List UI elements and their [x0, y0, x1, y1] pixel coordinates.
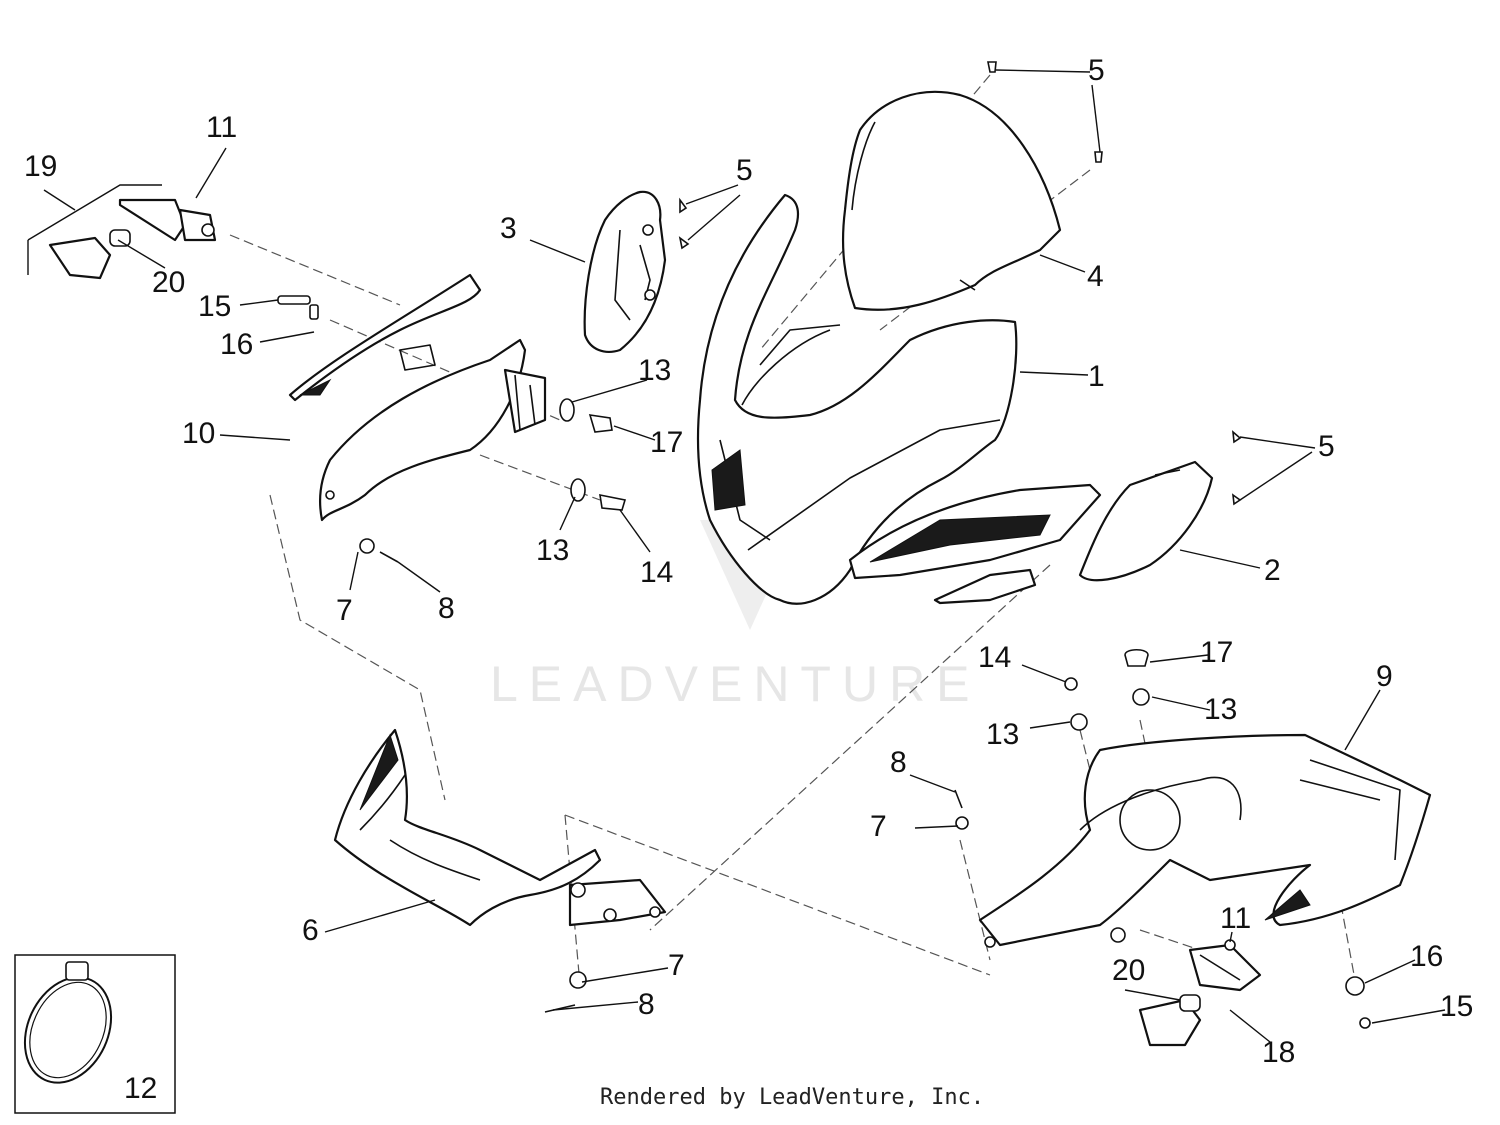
callout-8: 8: [890, 746, 907, 779]
part-1-front-fairing: [696, 193, 1102, 605]
callout-7: 7: [336, 594, 353, 627]
callout-14: 14: [978, 641, 1011, 674]
callout-20: 20: [1112, 954, 1145, 987]
callout-13: 13: [986, 718, 1019, 751]
callout-8: 8: [438, 592, 455, 625]
callout-7: 7: [668, 949, 685, 982]
callout-leader-lines: [27, 69, 1446, 1043]
callout-14: 14: [640, 556, 673, 589]
callout-16: 16: [1410, 940, 1443, 973]
callout-15: 15: [1440, 990, 1473, 1023]
callout-13: 13: [638, 354, 671, 387]
callout-17: 17: [650, 426, 683, 459]
callout-16: 16: [220, 328, 253, 361]
callout-6: 6: [302, 914, 319, 947]
callout-11: 11: [206, 111, 237, 144]
callout-9: 9: [1376, 660, 1393, 693]
callout-10: 10: [182, 417, 215, 450]
part-3-inner-panel: [583, 190, 667, 353]
callout-7: 7: [870, 810, 887, 843]
watermark: LEADVENTURE: [490, 656, 981, 712]
part-6-belly-pan: [333, 728, 667, 927]
callout-17: 17: [1200, 636, 1233, 669]
callout-4: 4: [1087, 260, 1104, 293]
part-10-left-side-fairing: [288, 273, 547, 522]
callout-5: 5: [1088, 54, 1105, 87]
callout-18: 18: [1262, 1036, 1295, 1069]
callout-1: 1: [1088, 360, 1105, 393]
part-2-side-panel: [1078, 460, 1214, 582]
callout-13: 13: [1204, 693, 1237, 726]
callout-15: 15: [198, 290, 231, 323]
part-12-cable-tie-inset: [14, 954, 176, 1114]
callout-11: 11: [1220, 902, 1251, 935]
callout-8: 8: [638, 988, 655, 1021]
part-9-belly-pan-right: [978, 733, 1432, 948]
callout-20: 20: [152, 266, 185, 299]
callout-5: 5: [1318, 430, 1335, 463]
callout-5: 5: [736, 154, 753, 187]
part-19-turn-signal-left: [48, 198, 217, 280]
footer-credit: Rendered by LeadVenture, Inc.: [600, 1085, 985, 1110]
part-18-turn-signal-right: [1138, 943, 1262, 1047]
callout-labels: 1 2 3 4 5 5 5 6 7 7 7 8 8 8 9 10 11 11 1…: [24, 54, 1473, 1105]
callout-2: 2: [1264, 554, 1281, 587]
part-4-windscreen: [841, 90, 1062, 311]
callout-19: 19: [24, 150, 57, 183]
callout-13: 13: [536, 534, 569, 567]
callout-12: 12: [124, 1072, 157, 1105]
hardware-fasteners: [277, 61, 1371, 1029]
callout-3: 3: [500, 212, 517, 245]
